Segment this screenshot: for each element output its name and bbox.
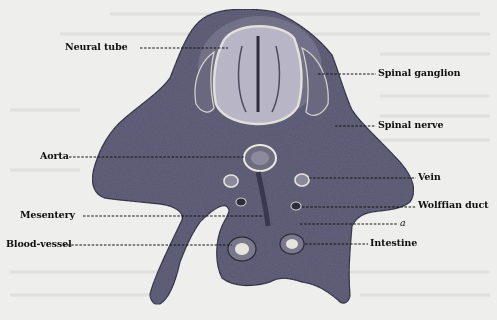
wolffian-duct-right (291, 202, 301, 210)
label-mesentery: Mesentery (20, 210, 75, 221)
label-wolffian-duct: Wolffian duct (418, 200, 488, 211)
label-spinal-ganglion: Spinal ganglion (378, 68, 460, 79)
wolffian-duct-left (236, 198, 246, 206)
label-intestine: Intestine (370, 238, 417, 249)
label-spinal-nerve: Spinal nerve (378, 120, 443, 131)
label-blood-vessel: Blood-vessel (6, 239, 72, 250)
intestine-right-lumen (286, 239, 298, 249)
aorta-lumen (251, 151, 269, 165)
vein-right (295, 174, 309, 186)
vein-left (224, 175, 238, 187)
label-aorta: Aorta (40, 151, 69, 162)
intestine-left-lumen (235, 243, 249, 255)
label-neural-tube: Neural tube (65, 42, 128, 53)
label-a: a (400, 218, 406, 229)
label-vein: Vein (418, 172, 441, 183)
